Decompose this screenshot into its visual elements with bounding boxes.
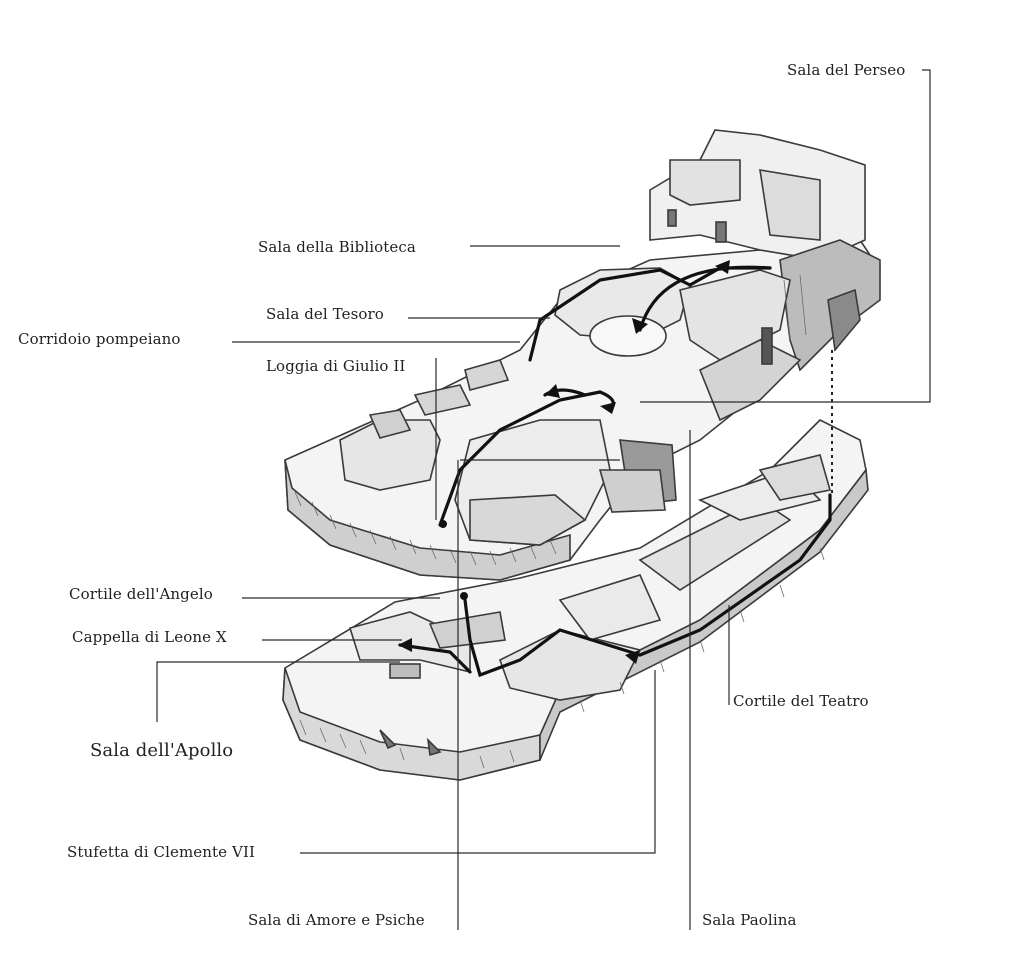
leader-sala-perseo — [640, 69, 931, 403]
label-cortile-angelo: Cortile dell'Angelo — [69, 585, 213, 603]
label-sala-tesoro: Sala del Tesoro — [266, 305, 384, 323]
lower-level — [282, 419, 869, 781]
route-start-upper — [439, 520, 447, 528]
label-cappella-leone: Cappella di Leone X — [72, 628, 227, 646]
label-corridoio-pompeiano: Corridoio pompeiano — [18, 330, 181, 348]
label-cortile-teatro: Cortile del Teatro — [733, 692, 869, 710]
label-sala-apollo: Sala dell'Apollo — [90, 740, 234, 761]
route-start-lower — [460, 592, 468, 600]
label-stufetta-clemente: Stufetta di Clemente VII — [67, 843, 255, 861]
label-sala-paolina: Sala Paolina — [702, 911, 797, 929]
route-arrowheads — [398, 260, 730, 664]
label-sala-perseo: Sala del Perseo — [787, 61, 906, 79]
label-loggia-giulio: Loggia di Giulio II — [266, 357, 406, 375]
leader-sala-apollo — [156, 661, 400, 722]
lower-hatch — [299, 547, 825, 769]
leader-stufetta-clemente — [300, 670, 656, 854]
label-sala-amore-psiche: Sala di Amore e Psiche — [248, 911, 425, 929]
upper-hatch — [294, 274, 807, 566]
leader-lines — [156, 69, 931, 930]
label-sala-biblioteca: Sala della Biblioteca — [258, 238, 416, 256]
